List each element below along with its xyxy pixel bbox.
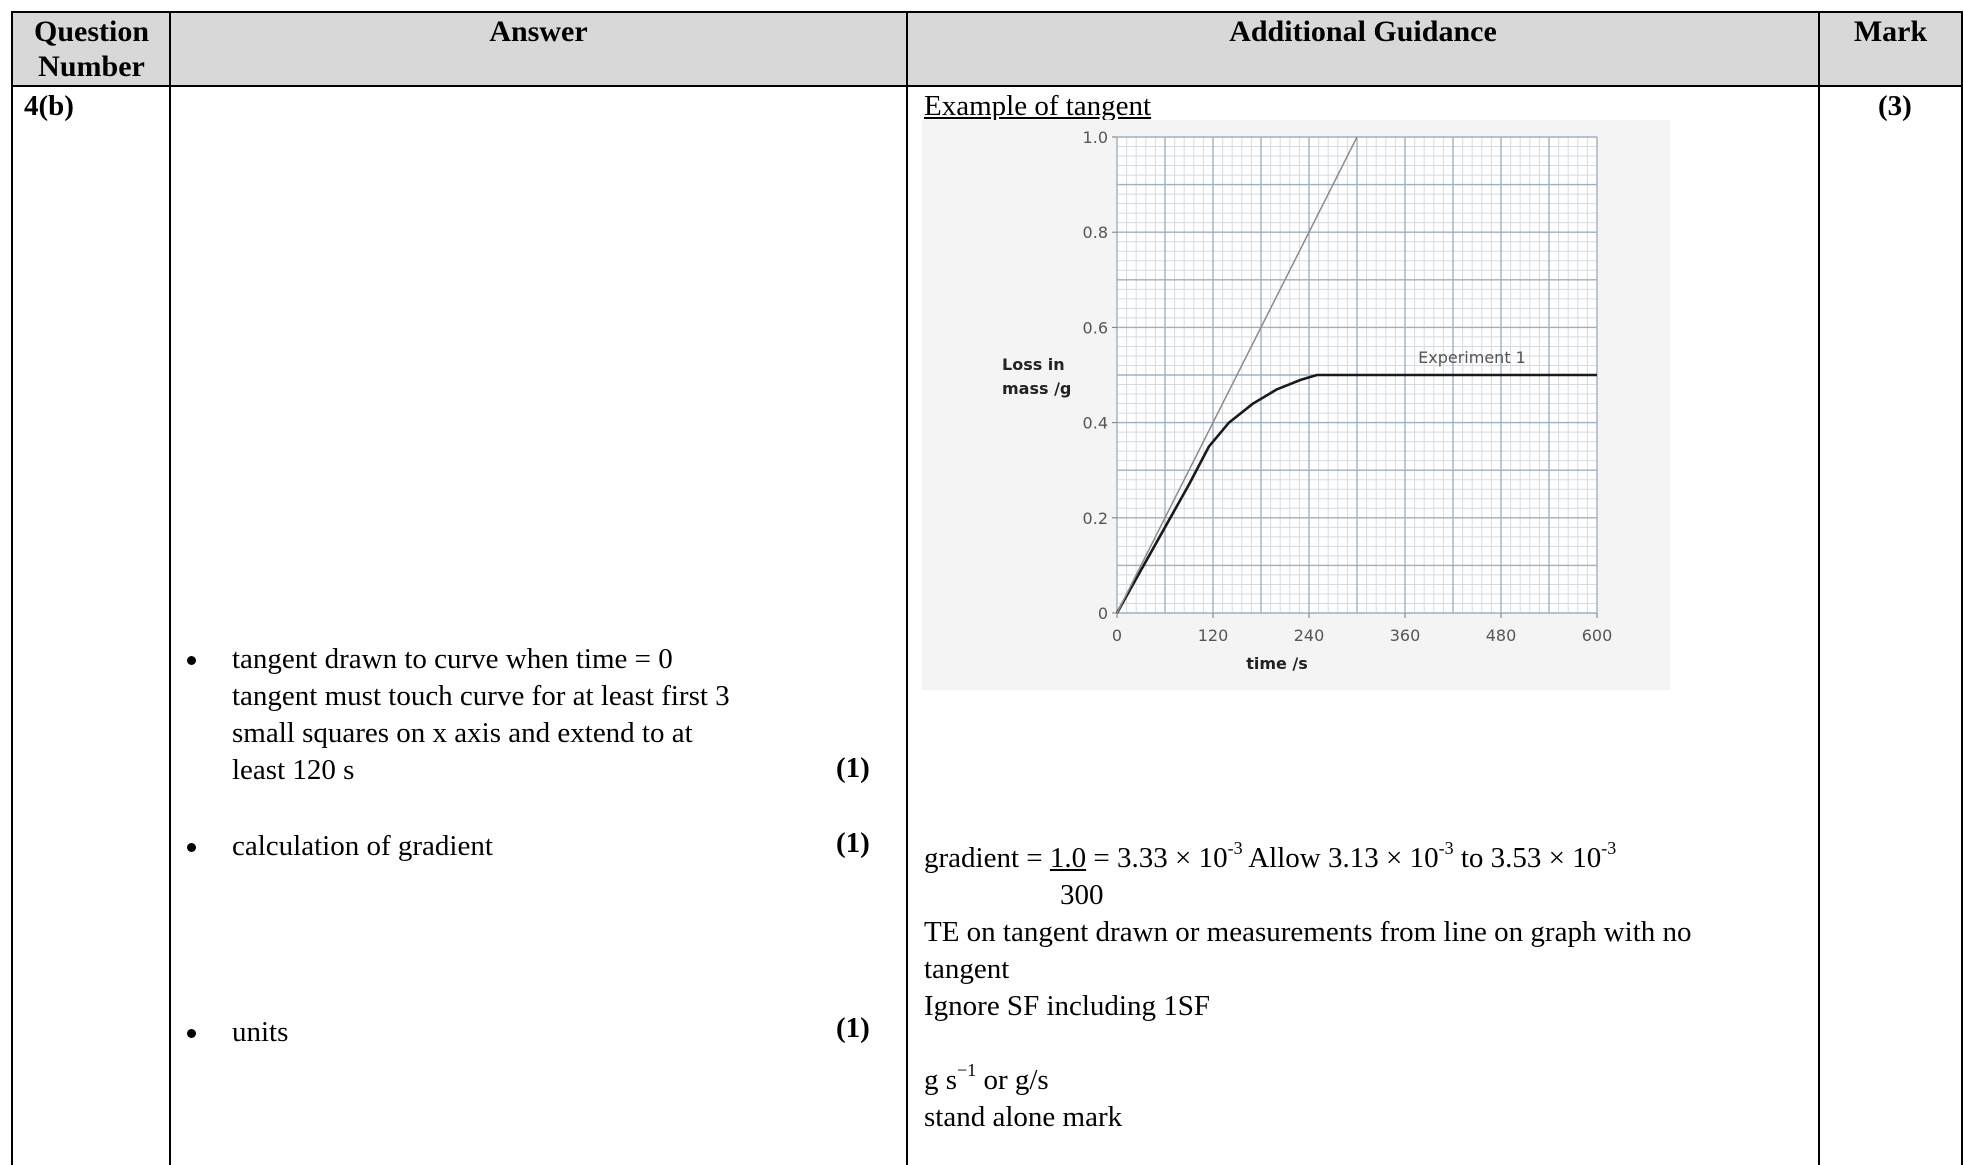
axis-ticks: 0 120 240 360 480 600 0 0.2 0.4 0.6 0.8 1.0	[1083, 128, 1613, 645]
y-axis-label-line-1: Loss in	[1002, 355, 1065, 374]
y-tick-label: 1.0	[1083, 128, 1108, 147]
question-number: 4(b)	[24, 90, 74, 122]
x-tick-label: 120	[1198, 626, 1229, 645]
y-axis-label-line-2: mass /g	[1002, 379, 1071, 398]
tangent-example-graph: 0 120 240 360 480 600 0 0.2 0.4 0.6 0.8 1.0 Loss in…	[922, 120, 1670, 690]
y-tick-label: 0.8	[1083, 223, 1108, 242]
tangent-line	[1116, 136, 1358, 614]
units-base: g s	[924, 1064, 958, 1096]
gradient-numerator: 1.0	[1049, 842, 1087, 874]
y-tick-label: 0.4	[1083, 414, 1108, 433]
gradient-line: gradient = 1.0 = 3.33 × 10-3 Allow 3.13 …	[924, 838, 1617, 877]
bullet-icon	[187, 843, 196, 852]
allow-exponent-2: -3	[1601, 838, 1617, 858]
y-tick-label: 0.6	[1083, 318, 1108, 337]
answer-3-text: units	[232, 1016, 289, 1048]
allow-to: to 3.53 × 10	[1453, 842, 1602, 874]
column-divider-2	[906, 11, 908, 1165]
total-mark: (3)	[1878, 90, 1912, 122]
answer-2-text: calculation of gradient	[232, 830, 493, 862]
x-tick-label: 240	[1294, 626, 1325, 645]
header-additional-guidance: Additional Guidance	[1229, 15, 1497, 48]
x-tick-label: 360	[1390, 626, 1421, 645]
header-question-number: Question Number	[33, 15, 150, 83]
y-tick-label: 0	[1098, 604, 1108, 623]
y-tick-label: 0.2	[1083, 509, 1108, 528]
column-divider-3	[1818, 11, 1820, 1165]
answer-3-mark: (1)	[836, 1012, 870, 1044]
bullet-icon	[187, 1029, 196, 1038]
gradient-denominator: 300	[1060, 879, 1104, 911]
units-line: g s−1 or g/s	[924, 1060, 1049, 1099]
allow-text: Allow 3.13 × 10	[1242, 842, 1439, 874]
table-right-border	[1961, 11, 1963, 1165]
plot-lines	[1115, 136, 1597, 614]
answer-1-line-3: small squares on x axis and extend to at	[232, 717, 693, 749]
header-bottom-border	[12, 85, 1963, 87]
table-left-border	[11, 11, 13, 1165]
x-tick-label: 480	[1486, 626, 1517, 645]
ignore-sf: Ignore SF including 1SF	[924, 990, 1210, 1022]
series-line-experiment-1	[1115, 373, 1597, 614]
answer-1-line-1: tangent drawn to curve when time = 0	[232, 643, 673, 675]
answer-1-line-4: least 120 s	[232, 754, 355, 786]
grid-major	[1116, 136, 1598, 614]
table-top-border	[12, 11, 1963, 13]
bullet-icon	[187, 656, 196, 665]
header-answer: Answer	[489, 15, 588, 48]
x-axis-label: time /s	[1246, 654, 1308, 673]
te-line-1: TE on tangent drawn or measurements from…	[924, 916, 1692, 948]
x-tick-label: 0	[1112, 626, 1122, 645]
te-line-2: tangent	[924, 953, 1010, 985]
units-exponent: −1	[957, 1060, 977, 1080]
x-tick-label: 600	[1582, 626, 1613, 645]
allow-exponent-1: -3	[1438, 838, 1454, 858]
gradient-value: = 3.33 × 10	[1086, 842, 1228, 874]
gradient-prefix: gradient =	[924, 842, 1050, 874]
gradient-exponent: -3	[1227, 838, 1243, 858]
stand-alone-mark: stand alone mark	[924, 1101, 1123, 1133]
units-alt: or g/s	[976, 1064, 1049, 1096]
header-row-background	[12, 12, 1962, 86]
answer-1-line-2: tangent must touch curve for at least fi…	[232, 680, 730, 712]
example-heading: Example of tangent	[924, 90, 1152, 122]
header-mark: Mark	[1853, 15, 1928, 48]
series-label-experiment-1: Experiment 1	[1418, 348, 1526, 367]
answer-2-mark: (1)	[836, 827, 870, 859]
column-divider-1	[169, 11, 171, 1165]
answer-1-mark: (1)	[836, 752, 870, 784]
